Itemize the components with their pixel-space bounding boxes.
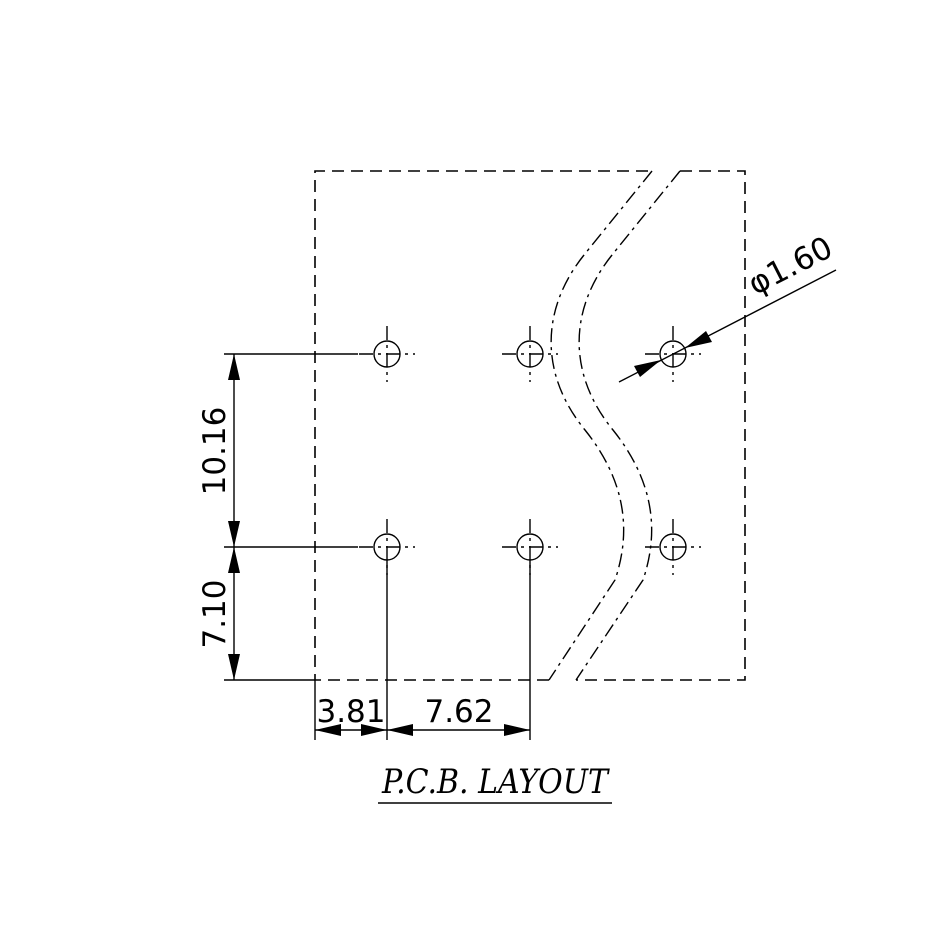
edge-to-col-label: 3.81	[316, 694, 385, 730]
board-outline	[314, 170, 746, 681]
edge-to-row-label: 7.10	[197, 579, 233, 648]
hole-diameter-label: φ1.60	[742, 230, 838, 303]
hole-r2-c3	[645, 519, 701, 575]
row-pitch-label: 10.16	[197, 407, 233, 496]
hole-diameter-callout: φ1.60	[618, 230, 838, 383]
horizontal-dimensions: 3.81 7.62	[314, 560, 531, 740]
vertical-dimensions: 10.16 7.10	[197, 353, 358, 681]
drawing-title: P.C.B. LAYOUT	[378, 762, 612, 804]
title-text: P.C.B. LAYOUT	[381, 762, 610, 802]
break-lines	[548, 170, 681, 681]
hole-r1-c2	[502, 326, 558, 382]
col-pitch-label: 7.62	[424, 694, 493, 730]
hole-r1-c1	[359, 326, 415, 382]
